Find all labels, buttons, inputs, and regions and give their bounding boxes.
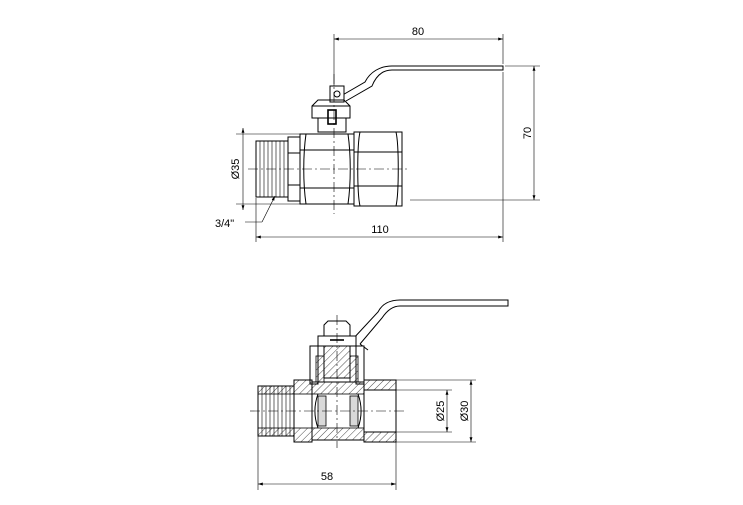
front-view: 80 70 Ø35 3/4" 110: [215, 26, 540, 242]
dim-body-diameter-label: Ø35: [230, 159, 242, 180]
valve-stem: [311, 99, 351, 133]
dimension-body-diameter: Ø35: [230, 128, 300, 210]
dimension-inner-diameter: Ø25: [396, 389, 452, 433]
dim-height-label: 70: [522, 127, 534, 139]
section-view: Ø25 Ø30 58: [250, 299, 509, 490]
dimension-total-length: 110: [255, 72, 504, 242]
dimension-handle-length: 80: [333, 26, 504, 86]
dim-handle-length-label: 80: [412, 26, 424, 38]
dim-outer-diameter-label: Ø30: [459, 401, 471, 422]
dimension-height: 70: [410, 65, 540, 201]
thread-label: 3/4": [215, 218, 234, 230]
dimension-section-length: 58: [257, 436, 397, 490]
dim-section-length-label: 58: [321, 471, 333, 483]
dim-total-length-label: 110: [371, 224, 389, 236]
section-male-end: [257, 379, 313, 443]
thread-callout: 3/4": [215, 195, 276, 230]
section-body-ball: [311, 381, 365, 441]
section-handle-lever: [351, 299, 509, 351]
dim-inner-diameter-label: Ø25: [435, 401, 447, 422]
handle-lever: [329, 65, 504, 103]
dimension-outer-diameter: Ø30: [396, 379, 476, 443]
